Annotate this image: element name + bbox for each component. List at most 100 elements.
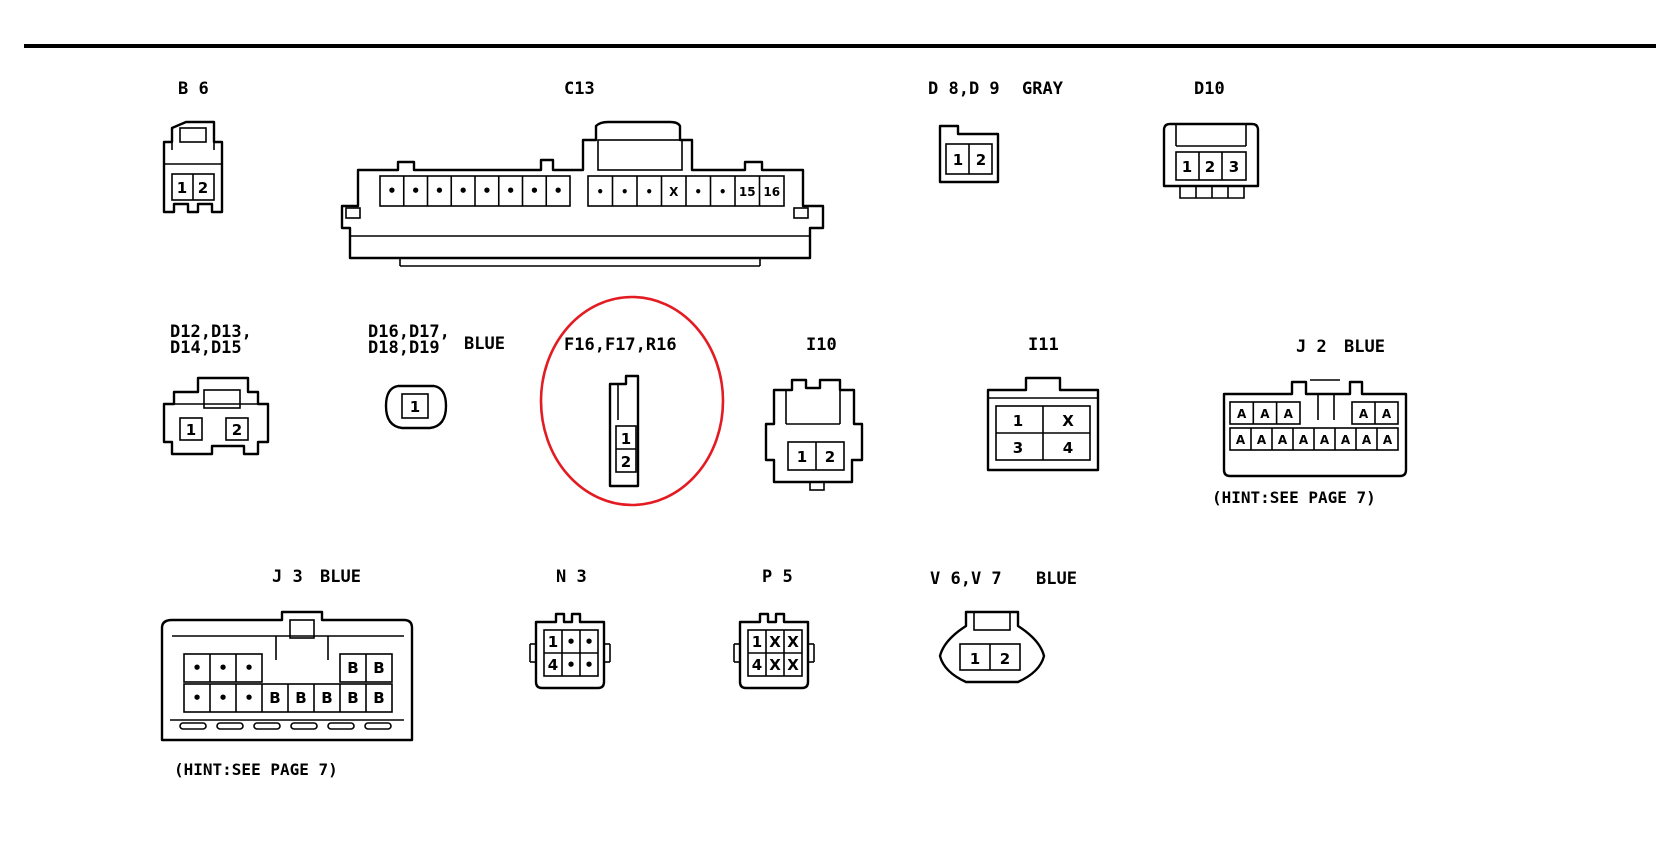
connector-d16-label-line2: D18,D19 [368,338,440,358]
j3-pin: B [347,689,358,707]
connector-f16-label: F16,F17,R16 [564,335,677,355]
j2-pin: A [1383,433,1393,447]
f16-pin: 2 [621,453,631,471]
c13-pin: • [411,182,421,200]
p5-pin: X [787,656,799,674]
connector-d8-d9: D 8,D 9 GRAY 1 2 [928,79,1064,184]
j2-pin: A [1320,433,1330,447]
d8-d9-pin: 1 [953,151,963,169]
j2-pin: A [1362,433,1372,447]
c13-pin: • [719,185,727,199]
v6-v7-pin: 2 [1000,650,1010,668]
j2-pin: A [1341,433,1351,447]
j3-pin: • [244,659,254,677]
p5-pin: X [787,633,799,651]
top-rule [24,44,1656,48]
i10-pin: 1 [797,448,807,466]
connector-i10-label: I10 [806,335,837,355]
c13-pin: • [387,182,397,200]
j3-slot [327,722,355,730]
c13-pin: • [621,185,629,199]
j3-slot [253,722,281,730]
b6-pin: 1 [177,179,187,197]
j2-pin: A [1237,407,1247,421]
i11-pin: 1 [1013,412,1023,430]
j3-pin: • [218,659,228,677]
j3-pin: • [218,689,228,707]
connector-d8-d9-label: D 8,D 9 [928,79,1000,99]
i11-pin: 3 [1013,439,1023,457]
j2-pin: A [1278,433,1288,447]
n3-pin: • [566,656,576,674]
connector-d10: D10 1 2 3 [1162,79,1260,199]
j2-pin: A [1236,433,1246,447]
connector-j3-hint: (HINT:SEE PAGE 7) [174,760,338,779]
connector-c13-label: C13 [564,79,595,99]
c13-pin: • [482,182,492,200]
d16-pin: 1 [410,398,420,416]
j2-pin: A [1382,407,1392,421]
p5-pin: X [769,656,781,674]
j2-pin: A [1359,407,1369,421]
n3-pin: 1 [548,633,558,651]
connector-v6-v7: V 6,V 7 BLUE 1 2 [930,569,1077,684]
j3-slot [364,722,392,730]
n3-pin: • [566,633,576,651]
j3-pin: • [192,689,202,707]
v6-v7-pin: 1 [970,650,980,668]
connector-d8-d9-color: GRAY [1022,79,1064,99]
j3-pin: B [269,689,280,707]
connector-b6-label: B 6 [178,79,209,99]
j3-pin: B [373,689,384,707]
p5-pin: 1 [752,633,762,651]
d8-d9-pin: 2 [976,151,986,169]
c13-pin: X [669,185,679,199]
connector-d10-label: D10 [1194,79,1225,99]
c13-pin: • [645,185,653,199]
j3-pin: • [192,659,202,677]
j3-slot [290,722,318,730]
n3-pin: 4 [548,656,558,674]
connector-p5-label: P 5 [762,567,793,587]
connector-j3-label: J 3 [272,567,303,587]
c13-pin: • [694,185,702,199]
connector-n3-label: N 3 [556,567,587,587]
b6-pin: 2 [198,179,208,197]
i11-pin: 4 [1063,439,1073,457]
connector-d12-label-line2: D14,D15 [170,338,242,358]
d10-pin: 1 [1182,158,1192,176]
p5-pin: 4 [752,656,762,674]
connector-n3: N 3 1••4•• [529,567,611,690]
connector-i11-label: I11 [1028,335,1059,355]
j3-pin: • [244,689,254,707]
connector-j2-hint: (HINT:SEE PAGE 7) [1212,488,1376,507]
connector-f16-f17-r16: F16,F17,R16 1 2 [539,295,725,507]
connector-v6-v7-color: BLUE [1036,569,1077,589]
highlight-circle [539,295,725,507]
connector-v6-v7-label: V 6,V 7 [930,569,1002,589]
j3-slot [216,722,244,730]
c13-pin: 16 [763,185,780,199]
d12-pin: 1 [186,421,196,439]
connector-i10: I10 1 2 [764,335,864,491]
j2-pin: A [1299,433,1309,447]
connector-j2-color: BLUE [1344,337,1385,357]
p5-pin: X [769,633,781,651]
j2-pin: A [1284,407,1294,421]
connector-j3-color: BLUE [320,567,361,587]
c13-pin: • [506,182,516,200]
d10-pin: 2 [1205,158,1215,176]
c13-pin: 15 [739,185,756,199]
j3-pin: B [295,689,306,707]
i11-pin: X [1062,412,1074,430]
c13-pin: • [553,182,563,200]
connector-j2-label: J 2 [1296,337,1327,357]
connector-i11: I11 1 X 3 4 [986,335,1100,472]
j3-pin: B [321,689,332,707]
c13-pin: • [458,182,468,200]
